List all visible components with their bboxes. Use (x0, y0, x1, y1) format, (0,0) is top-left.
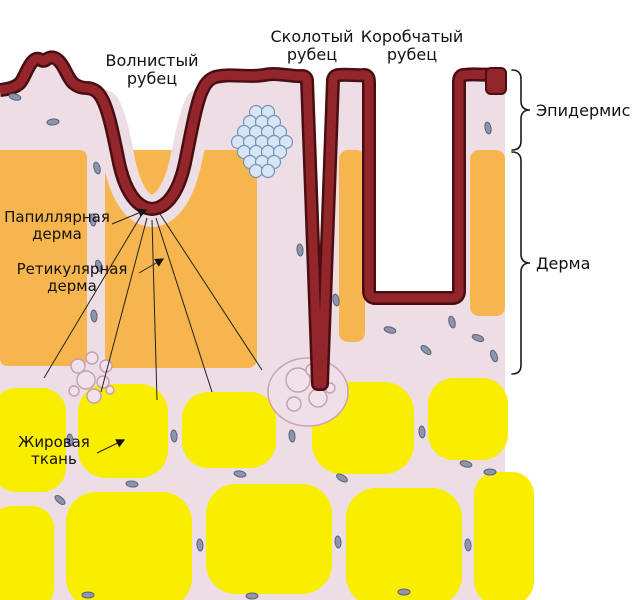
blue-cell-cluster (230, 104, 294, 179)
cell-nuclei (8, 93, 498, 600)
fat-arrow (96, 439, 126, 454)
papillary-label-line1: Папиллярная (4, 208, 110, 226)
layer-braces (511, 69, 531, 375)
orange-block-right (470, 150, 505, 316)
boxcar-scar-label-line2: рубец (387, 45, 437, 64)
fat-lobules (0, 378, 534, 600)
fat-label-line1: Жировая (18, 433, 90, 451)
epidermis-label: Эпидермис (536, 101, 630, 120)
rolling-scar-label-line1: Волнистый (106, 51, 199, 70)
labels: Волнистый рубец Сколотый рубец Коробчаты… (4, 27, 630, 468)
reticular-arrow (138, 258, 165, 274)
dermis-brace (511, 151, 531, 375)
label-arrows (96, 208, 165, 454)
papillary-label-line2: дерма (32, 225, 82, 243)
reticular-label-line1: Ретикулярная (17, 260, 128, 278)
septum-vesicle-cluster (68, 351, 115, 404)
fibrous-strand-lines (43, 213, 263, 401)
epidermis-band (0, 50, 507, 391)
papillary-arrow (111, 208, 148, 225)
epidermis-cut-edge (485, 67, 507, 95)
orange-block-left (0, 150, 87, 366)
fat-label-line2: ткань (31, 450, 77, 468)
icepick-base-blob (267, 357, 349, 427)
rolling-scar-label-line2: рубец (127, 69, 177, 88)
epidermis-brace (511, 69, 531, 151)
boxcar-scar-label-line1: Коробчатый (361, 27, 464, 46)
icepick-scar-label-line1: Сколотый (271, 27, 354, 46)
dermis-label: Дерма (536, 254, 590, 273)
icepick-scar-label-line2: рубец (287, 45, 337, 64)
orange-block-narrow (339, 150, 365, 342)
reticular-label-line2: дерма (47, 277, 97, 295)
